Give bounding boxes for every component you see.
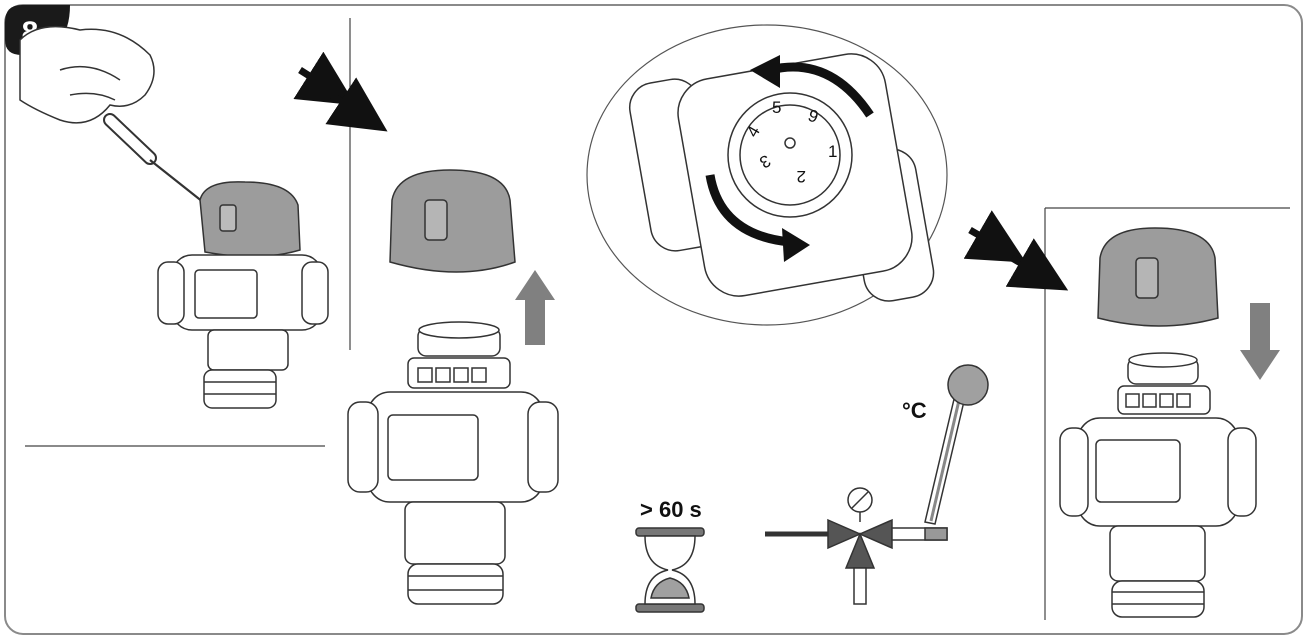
wait-label: > 60 s [640, 497, 702, 522]
dial-number-1: 1 [828, 142, 837, 161]
temperature-label: °C [902, 398, 927, 423]
hand-icon [19, 25, 155, 124]
dial-valve-icon [628, 53, 935, 302]
detail-circle [586, 24, 948, 326]
arrow-up-icon [515, 270, 555, 345]
cap-replace-icon [1097, 227, 1219, 327]
cap-icon [389, 169, 516, 273]
dial-number-5: 5 [772, 98, 781, 117]
arrow-down-icon [1240, 303, 1280, 380]
thermometer-icon [924, 364, 989, 525]
next-step-arrow-2 [963, 210, 1069, 291]
valve-icon [157, 181, 329, 409]
dial-number-2: 2 [797, 167, 806, 186]
mixing-valve-icon [765, 487, 948, 605]
hourglass-icon [635, 527, 705, 613]
outer-frame [4, 4, 1303, 635]
next-step-arrow-1 [293, 51, 388, 132]
valve-large-icon [347, 321, 559, 605]
rotate-arrow-icon [705, 55, 874, 262]
valve-final-icon [1059, 352, 1257, 618]
